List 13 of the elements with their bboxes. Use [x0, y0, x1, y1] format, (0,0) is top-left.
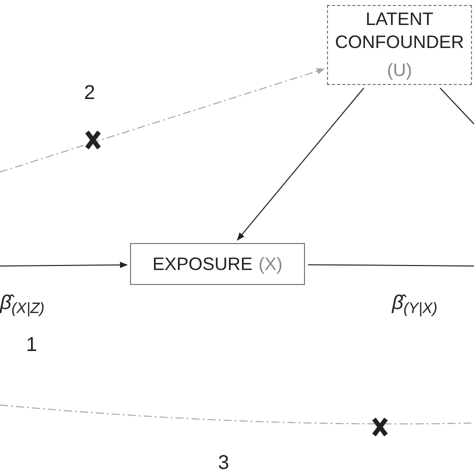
dashed-box: [327, 5, 472, 85]
variable-symbol: (X): [258, 252, 283, 276]
arrow: [0, 262, 128, 268]
path-number: 1: [26, 333, 38, 358]
variable-symbol: (U): [387, 59, 412, 82]
node-label: LATENT CONFOUNDER: [334, 8, 465, 54]
arrow: [236, 88, 364, 241]
arrow: [0, 68, 325, 172]
node-label: EXPOSURE: [152, 252, 253, 276]
process-box: [130, 243, 305, 285]
coefficient-label: β̂$_{(Y|X)}$: [392, 291, 438, 318]
path-number: 2: [84, 81, 96, 106]
path-number: 3: [218, 451, 230, 474]
